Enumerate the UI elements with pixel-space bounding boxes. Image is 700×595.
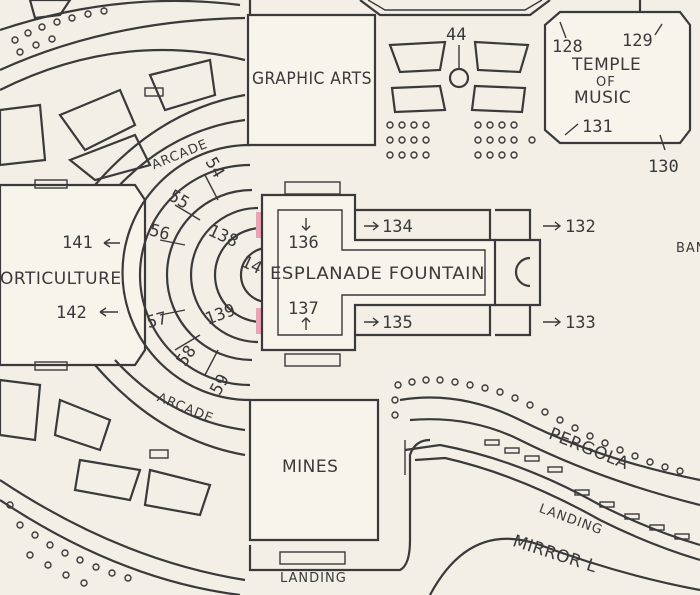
mirror-lake: MIRROR L	[429, 531, 700, 595]
top-court: 44	[248, 0, 551, 159]
building-number-128: 128	[552, 37, 583, 57]
building-number-129: 129	[622, 31, 653, 51]
horticulture-label: ORTICULTURE	[0, 269, 122, 289]
building-number-44: 44	[446, 25, 466, 45]
tree-row-pergola	[391, 376, 684, 475]
graphic-arts-building: GRAPHIC ARTS	[246, 13, 377, 147]
temple-label-line3: MUSIC	[574, 88, 631, 108]
building-number-136: 136	[288, 233, 319, 253]
horticulture-building: ORTICULTURE 141 142	[0, 179, 147, 371]
ban-label: BAN	[676, 241, 700, 256]
building-number-55: 55	[165, 186, 193, 214]
tree-row-top-left	[11, 7, 108, 56]
mirror-lake-label: MIRROR L	[510, 531, 599, 577]
mines-building: MINES LANDING	[248, 398, 431, 586]
esplanade-fountain-label: ESPLANADE FOUNTAIN	[270, 264, 485, 284]
building-number-142: 142	[56, 303, 87, 323]
building-number-54: 54	[201, 154, 229, 182]
building-number-137: 137	[288, 299, 319, 319]
top-curved-garden	[0, 0, 246, 182]
pergola: PERGOLA LANDING	[391, 376, 700, 562]
arcade-bottom: ARCADE	[94, 359, 246, 457]
pergola-posts	[484, 439, 690, 540]
mines-label: MINES	[282, 457, 338, 477]
temple-of-music: TEMPLE OF MUSIC 128 129 131 130	[543, 0, 692, 177]
building-number-58: 58	[173, 342, 201, 370]
landing-right-label: LANDING	[537, 501, 605, 538]
arcade-bottom-label: ARCADE	[155, 390, 216, 426]
building-number-139: 139	[202, 300, 238, 329]
building-number-141: 141	[62, 233, 93, 253]
landing-bottom-label: LANDING	[280, 571, 347, 586]
building-number-130: 130	[648, 157, 679, 177]
tree-row-bottom-left	[6, 501, 132, 587]
bottom-curved-garden	[0, 378, 246, 595]
building-number-132: 132	[565, 217, 596, 237]
building-number-131: 131	[582, 117, 613, 137]
temple-label-line1: TEMPLE	[571, 55, 641, 75]
tree-grid-court	[386, 121, 536, 159]
building-number-57: 57	[145, 308, 170, 333]
building-number-133: 133	[565, 313, 596, 333]
graphic-arts-label: GRAPHIC ARTS	[252, 69, 372, 89]
esplanade-fountain: ESPLANADE FOUNTAIN 136 137 134 135 132 1…	[260, 181, 596, 367]
temple-label-line2: OF	[596, 75, 616, 90]
building-number-138: 138	[205, 221, 241, 252]
building-number-134: 134	[382, 217, 413, 237]
building-number-135: 135	[382, 313, 413, 333]
